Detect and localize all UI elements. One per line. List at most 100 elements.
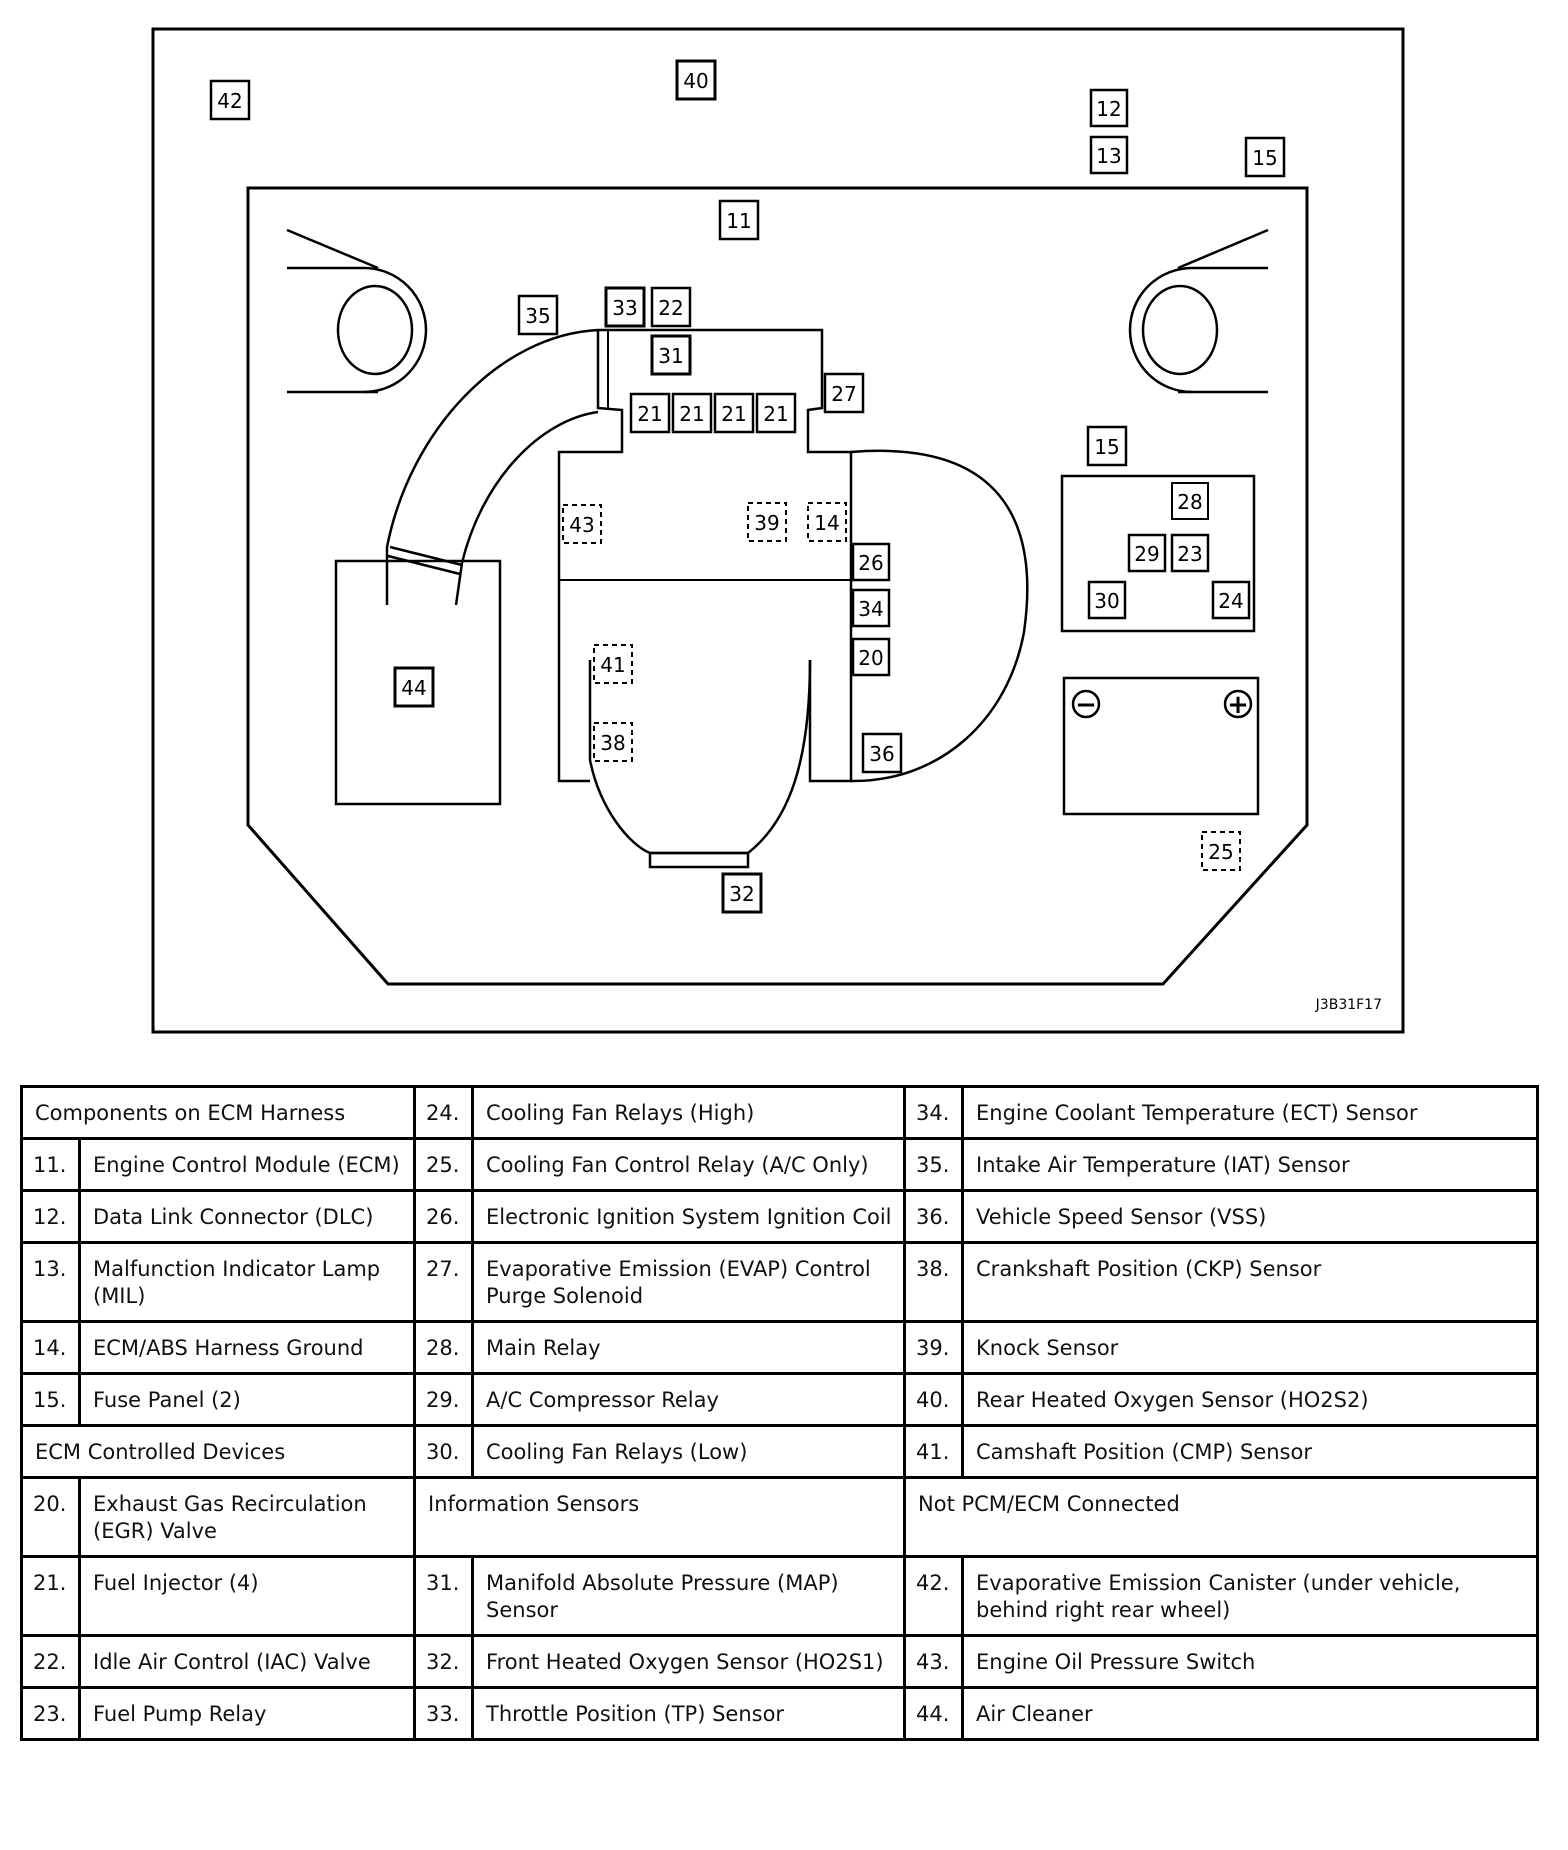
legend-label: Engine Control Module (ECM) — [77, 1137, 417, 1192]
legend-num: 22. — [20, 1634, 81, 1689]
legend-label: Main Relay — [471, 1320, 907, 1375]
callout-44: 44 — [393, 666, 435, 708]
left-strut-tower — [286, 228, 428, 394]
legend-num: 41. — [903, 1424, 965, 1479]
legend-num: 36. — [903, 1189, 965, 1244]
engine-component-diagram: − + 42 40 12 13 15 11 35 33 22 31 27 21 … — [151, 27, 1405, 1034]
svg-text:29: 29 — [1134, 542, 1159, 566]
hidden-callout-boxes: 43 39 14 41 38 25 — [562, 502, 1241, 871]
legend-num: 35. — [903, 1137, 965, 1192]
legend-num: 27. — [413, 1241, 475, 1323]
legend-label: Throttle Position (TP) Sensor — [471, 1686, 907, 1741]
svg-text:14: 14 — [814, 511, 839, 535]
legend-label: ECM/ABS Harness Ground — [77, 1320, 417, 1375]
legend-num: 34. — [903, 1085, 965, 1140]
svg-text:42: 42 — [217, 89, 242, 113]
legend-label: Evaporative Emission Canister (under veh… — [961, 1555, 1540, 1637]
legend-num: 26. — [413, 1189, 475, 1244]
legend-row: 14. ECM/ABS Harness Ground 28. Main Rela… — [20, 1320, 1540, 1375]
battery-negative-terminal-icon — [1071, 689, 1101, 719]
legend-label: Vehicle Speed Sensor (VSS) — [961, 1189, 1540, 1244]
callout-41: 41 — [593, 644, 633, 684]
throttle-body-plenum — [557, 328, 853, 783]
svg-text:39: 39 — [754, 511, 779, 535]
callout-20: 20 — [851, 637, 891, 677]
legend-num: 24. — [413, 1085, 475, 1140]
legend-num: 31. — [413, 1555, 475, 1637]
svg-text:23: 23 — [1177, 542, 1202, 566]
intake-duct — [385, 328, 599, 606]
svg-text:20: 20 — [858, 646, 883, 670]
svg-text:43: 43 — [569, 513, 594, 537]
callout-39: 39 — [747, 502, 787, 542]
callout-43: 43 — [562, 504, 602, 544]
callout-23: 23 — [1170, 533, 1210, 573]
callout-25: 25 — [1201, 831, 1241, 871]
legend-label: Fuel Pump Relay — [77, 1686, 417, 1741]
legend-num: 39. — [903, 1320, 965, 1375]
legend-row: 11. Engine Control Module (ECM) 25. Cool… — [20, 1137, 1540, 1192]
legend-label: Evaporative Emission (EVAP) Control Purg… — [471, 1241, 907, 1323]
svg-text:30: 30 — [1094, 589, 1119, 613]
legend-label: Cooling Fan Control Relay (A/C Only) — [471, 1137, 907, 1192]
component-legend-table: Components on ECM Harness 24. Cooling Fa… — [19, 1085, 1540, 1741]
svg-text:22: 22 — [658, 296, 683, 320]
figure-reference: J3B31F17 — [1315, 997, 1382, 1013]
svg-text:21: 21 — [679, 402, 704, 426]
callout-21-c: 21 — [713, 392, 755, 434]
svg-text:31: 31 — [658, 344, 683, 368]
air-cleaner-box — [334, 559, 502, 806]
legend-row: 21. Fuel Injector (4) 31. Manifold Absol… — [20, 1555, 1540, 1637]
callout-32: 32 — [721, 872, 763, 914]
svg-text:15: 15 — [1252, 146, 1277, 170]
legend-label: Idle Air Control (IAC) Valve — [77, 1634, 417, 1689]
legend-num: 42. — [903, 1555, 965, 1637]
callout-12: 12 — [1089, 88, 1129, 128]
oil-pan-base — [648, 851, 750, 869]
svg-text:24: 24 — [1218, 589, 1243, 613]
callout-13: 13 — [1089, 135, 1129, 175]
legend-label: Intake Air Temperature (IAT) Sensor — [961, 1137, 1540, 1192]
legend-label: Crankshaft Position (CKP) Sensor — [961, 1241, 1540, 1323]
callout-31: 31 — [650, 334, 692, 376]
callout-22: 22 — [650, 286, 692, 328]
legend-label: Cooling Fan Relays (Low) — [471, 1424, 907, 1479]
transaxle-outline — [850, 449, 1029, 783]
svg-text:21: 21 — [721, 402, 746, 426]
legend-num: 12. — [20, 1189, 81, 1244]
callout-26: 26 — [851, 542, 891, 582]
right-strut-tower — [1128, 228, 1269, 394]
svg-text:34: 34 — [858, 597, 883, 621]
legend-num: 23. — [20, 1686, 81, 1741]
svg-text:35: 35 — [525, 304, 550, 328]
svg-text:32: 32 — [729, 882, 754, 906]
legend-num: 14. — [20, 1320, 81, 1375]
callout-24: 24 — [1211, 580, 1251, 620]
callout-15-top: 15 — [1244, 136, 1286, 178]
diagram-frame — [151, 27, 1405, 1034]
svg-text:25: 25 — [1208, 840, 1233, 864]
legend-num: 25. — [413, 1137, 475, 1192]
legend-num: 33. — [413, 1686, 475, 1741]
svg-text:33: 33 — [612, 296, 637, 320]
callout-28: 28 — [1171, 482, 1209, 520]
battery-positive-terminal-icon — [1223, 689, 1253, 719]
legend-row: ECM Controlled Devices 30. Cooling Fan R… — [19, 1424, 1540, 1479]
legend-row: 12. Data Link Connector (DLC) 26. Electr… — [20, 1189, 1540, 1244]
legend-label: Rear Heated Oxygen Sensor (HO2S2) — [961, 1372, 1540, 1427]
legend-num: 32. — [413, 1634, 475, 1689]
legend-label: Data Link Connector (DLC) — [77, 1189, 417, 1244]
svg-text:15: 15 — [1094, 435, 1119, 459]
svg-text:36: 36 — [869, 742, 894, 766]
section-info-sensors: Information Sensors — [413, 1476, 907, 1558]
callout-14: 14 — [807, 502, 847, 542]
legend-num: 20. — [20, 1476, 81, 1558]
legend-num: 13. — [20, 1241, 81, 1323]
legend-num: 40. — [903, 1372, 965, 1427]
legend-num: 21. — [20, 1555, 81, 1637]
battery-positive-sign: + — [1227, 690, 1249, 720]
svg-text:28: 28 — [1177, 490, 1202, 514]
legend-label: Camshaft Position (CMP) Sensor — [961, 1424, 1540, 1479]
svg-text:40: 40 — [683, 69, 708, 93]
legend-num: 28. — [413, 1320, 475, 1375]
